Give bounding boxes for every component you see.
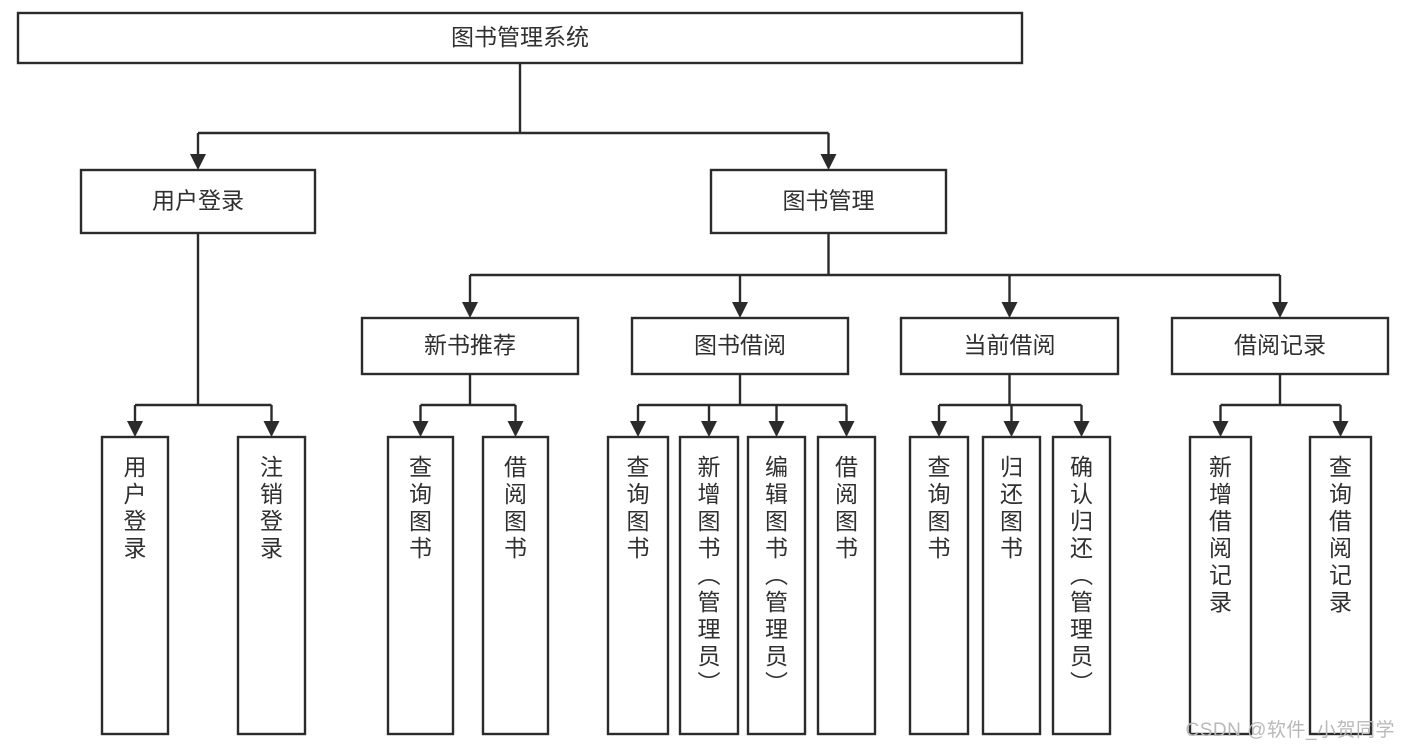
arrow-to-leaf-2-0: [630, 421, 646, 437]
arrow-to-leaf-1-1: [507, 421, 524, 437]
node-level2-1[interactable]: 图书管理: [709, 168, 948, 235]
node-leaf-8-box[interactable]: [908, 435, 970, 736]
node-leaf-2[interactable]: 查询图书: [386, 435, 455, 736]
arrow-to-leaf-3-2: [1073, 421, 1090, 437]
arrow-to-leaf-3-1: [1003, 421, 1020, 437]
node-leaf-11-box[interactable]: [1188, 435, 1253, 736]
node-leaf-9-box[interactable]: [981, 435, 1042, 736]
node-level3-0-label: 新书推荐: [424, 332, 516, 358]
node-leaf-2-box[interactable]: [386, 435, 455, 736]
node-root-label: 图书管理系统: [451, 24, 589, 50]
node-level2-1-label: 图书管理: [783, 188, 875, 214]
node-level3-2-box[interactable]: [899, 316, 1120, 376]
node-level3-3[interactable]: 借阅记录: [1170, 316, 1390, 376]
node-level2-0[interactable]: 用户登录: [79, 168, 317, 235]
node-leaf-1-box[interactable]: [236, 435, 307, 736]
arrow-to-leaf-2-3: [838, 421, 855, 437]
node-leaf-11-label: 新增借阅记录: [1209, 454, 1232, 615]
node-leaf-1[interactable]: 注销登录: [236, 435, 307, 736]
node-leaf-6[interactable]: 编辑图书︵管理员︶: [746, 435, 807, 736]
arrow-to-leaf-2-1: [701, 421, 717, 437]
node-leaf-4-box[interactable]: [606, 435, 670, 736]
node-leaf-6-box[interactable]: [746, 435, 807, 736]
arrow-to-leaf-4-0: [1212, 421, 1229, 437]
node-level3-2[interactable]: 当前借阅: [899, 316, 1120, 376]
arrow-to-leaf-3-0: [931, 421, 947, 437]
node-level2-0-label: 用户登录: [152, 188, 244, 214]
node-leaf-7-label: 借阅图书: [835, 454, 858, 561]
node-leaf-6-label: 编辑图书︵管理员︶: [765, 454, 788, 696]
node-level3-1-box[interactable]: [630, 316, 850, 376]
node-leaf-11[interactable]: 新增借阅记录: [1188, 435, 1253, 736]
node-leaf-8-label: 查询图书: [928, 454, 951, 561]
node-leaf-7-box[interactable]: [816, 435, 877, 736]
node-leaf-5-box[interactable]: [678, 435, 740, 736]
arrow-to-level3-0: [462, 302, 478, 318]
node-leaf-9-label: 归还图书: [1000, 454, 1023, 561]
node-leaf-12[interactable]: 查询借阅记录: [1308, 435, 1373, 736]
node-leaf-12-label: 查询借阅记录: [1329, 454, 1352, 615]
node-level3-1-label: 图书借阅: [694, 332, 786, 358]
arrow-to-leaf-2-2: [768, 421, 785, 437]
node-leaf-0[interactable]: 用户登录: [100, 435, 170, 736]
arrow-to-leaf-1-0: [412, 421, 429, 437]
arrow-to-level3-1: [732, 302, 748, 318]
node-leaf-10-box[interactable]: [1051, 435, 1112, 736]
node-level3-1[interactable]: 图书借阅: [630, 316, 850, 376]
node-leaf-2-label: 查询图书: [409, 454, 432, 561]
node-leaf-9[interactable]: 归还图书: [981, 435, 1042, 736]
node-leaf-4[interactable]: 查询图书: [606, 435, 670, 736]
node-leaf-0-label: 用户登录: [124, 454, 147, 561]
node-layer: 图书管理系统用户登录图书管理新书推荐图书借阅当前借阅借阅记录用户登录注销登录查询…: [16, 11, 1390, 736]
node-leaf-3[interactable]: 借阅图书: [481, 435, 550, 736]
csdn-watermark: CSDN @软件_小贺同学: [1185, 720, 1395, 741]
node-level2-1-box[interactable]: [709, 168, 948, 235]
arrow-to-level2-0: [190, 154, 206, 170]
node-leaf-1-label: 注销登录: [260, 454, 283, 561]
connector-layer: [127, 63, 1349, 437]
node-level3-0-box[interactable]: [360, 316, 580, 376]
node-root-box[interactable]: [16, 11, 1024, 65]
node-leaf-8[interactable]: 查询图书: [908, 435, 970, 736]
node-level3-3-box[interactable]: [1170, 316, 1390, 376]
arrow-to-level3-2: [1001, 302, 1018, 318]
node-level2-0-box[interactable]: [79, 168, 317, 235]
node-leaf-10-label: 确认归还︵管理员︶: [1070, 454, 1093, 696]
node-leaf-10[interactable]: 确认归还︵管理员︶: [1051, 435, 1112, 736]
node-leaf-3-box[interactable]: [481, 435, 550, 736]
node-level3-3-label: 借阅记录: [1234, 332, 1326, 358]
node-level3-0[interactable]: 新书推荐: [360, 316, 580, 376]
arrow-to-level2-1: [820, 154, 837, 170]
arrow-to-leaf-0-1: [263, 421, 280, 437]
node-leaf-7[interactable]: 借阅图书: [816, 435, 877, 736]
node-leaf-5[interactable]: 新增图书︵管理员︶: [678, 435, 740, 736]
node-leaf-5-label: 新增图书︵管理员︶: [698, 454, 721, 696]
node-leaf-0-box[interactable]: [100, 435, 170, 736]
node-leaf-3-label: 借阅图书: [504, 454, 527, 561]
node-root[interactable]: 图书管理系统: [16, 11, 1024, 65]
arrow-to-level3-3: [1272, 302, 1288, 318]
node-leaf-12-box[interactable]: [1308, 435, 1373, 736]
arrow-to-leaf-0-0: [127, 421, 143, 437]
node-level3-2-label: 当前借阅: [964, 332, 1056, 358]
arrow-to-leaf-4-1: [1332, 421, 1349, 437]
node-leaf-4-label: 查询图书: [627, 454, 650, 561]
